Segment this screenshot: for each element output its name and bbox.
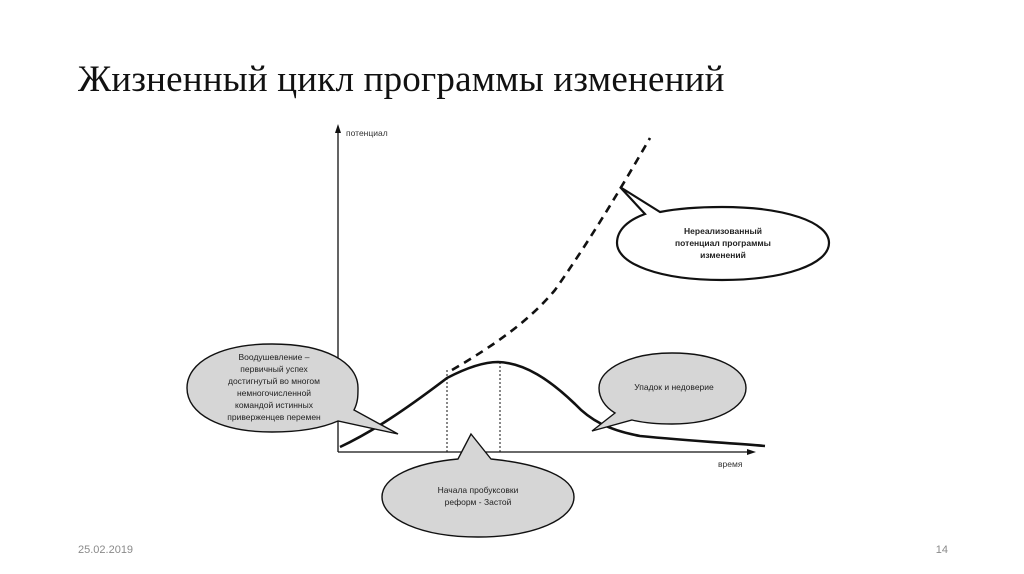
- y-axis-arrow: [335, 124, 341, 133]
- callout-stagnation-line-1: Начала пробуксовки: [438, 485, 519, 495]
- callout-enthusiasm-line-4: немногочисленной: [237, 388, 311, 398]
- slide-title: Жизненный цикл программы изменений: [78, 59, 725, 100]
- callout-decline-text: Упадок и недоверие: [634, 382, 714, 392]
- callout-enthusiasm: [186, 343, 399, 435]
- lifecycle-curve: [339, 360, 766, 449]
- unrealized-potential-curve: [451, 137, 652, 372]
- callout-unrealized-potential: [615, 186, 831, 282]
- callout-enthusiasm-line-6: приверженцев перемен: [227, 412, 321, 422]
- callout-unrealized-line-1: Нереализованный: [684, 226, 762, 236]
- callout-enthusiasm-line-5: командой истинных: [235, 400, 314, 410]
- callout-decline: [591, 352, 747, 432]
- x-axis-arrow: [747, 449, 756, 455]
- callout-unrealized-line-2: потенциал программы: [675, 238, 771, 248]
- callout-unrealized-line-3: изменений: [700, 250, 746, 260]
- slide-page-number: 14: [935, 544, 948, 556]
- callout-stagnation-line-2: реформ - Застой: [445, 497, 512, 507]
- slide-date: 25.02.2019: [78, 544, 134, 556]
- callout-enthusiasm-line-2: первичный успех: [240, 364, 308, 374]
- callout-enthusiasm-line-3: достигнутый во многом: [228, 376, 320, 386]
- x-axis-label: время: [718, 459, 743, 469]
- y-axis-label: потенциал: [346, 128, 388, 138]
- callout-stagnation: [381, 432, 575, 538]
- callout-enthusiasm-line-1: Воодушевление –: [239, 352, 310, 362]
